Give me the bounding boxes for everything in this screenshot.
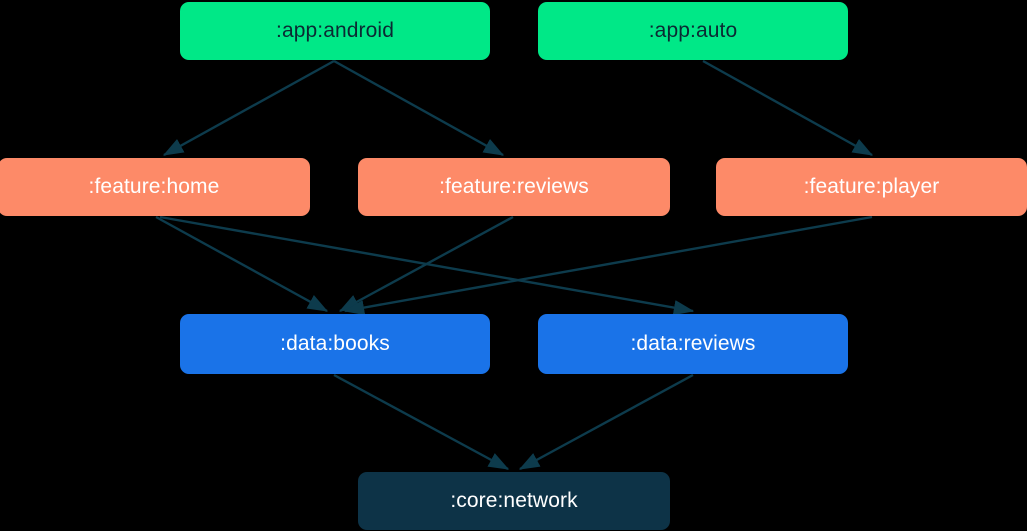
graph-edge-feature-home-to-data-reviews: [159, 215, 695, 316]
graph-edge-feature-player-to-data-books: [343, 215, 873, 316]
graph-edge-feature-reviews-to-data-books: [338, 215, 514, 313]
graph-node-app-auto[interactable]: :app:auto: [538, 2, 848, 60]
graph-edges: [155, 59, 874, 471]
graph-edge-app-auto-to-feature-player: [702, 59, 874, 157]
graph-edge-feature-home-to-data-books: [155, 215, 329, 313]
graph-node-app-android[interactable]: :app:android: [180, 2, 490, 60]
graph-node-feature-reviews[interactable]: :feature:reviews: [358, 158, 670, 216]
graph-node-feature-home[interactable]: :feature:home: [0, 158, 310, 216]
graph-edge-data-books-to-core-network: [333, 373, 510, 471]
graph-node-data-books[interactable]: :data:books: [180, 314, 490, 374]
graph-edge-app-android-to-feature-reviews: [333, 59, 505, 157]
graph-edge-data-reviews-to-core-network: [518, 373, 694, 471]
graph-node-core-network[interactable]: :core:network: [358, 472, 670, 530]
graph-edge-app-android-to-feature-home: [162, 59, 335, 157]
graph-node-feature-player[interactable]: :feature:player: [716, 158, 1027, 216]
graph-node-data-reviews[interactable]: :data:reviews: [538, 314, 848, 374]
